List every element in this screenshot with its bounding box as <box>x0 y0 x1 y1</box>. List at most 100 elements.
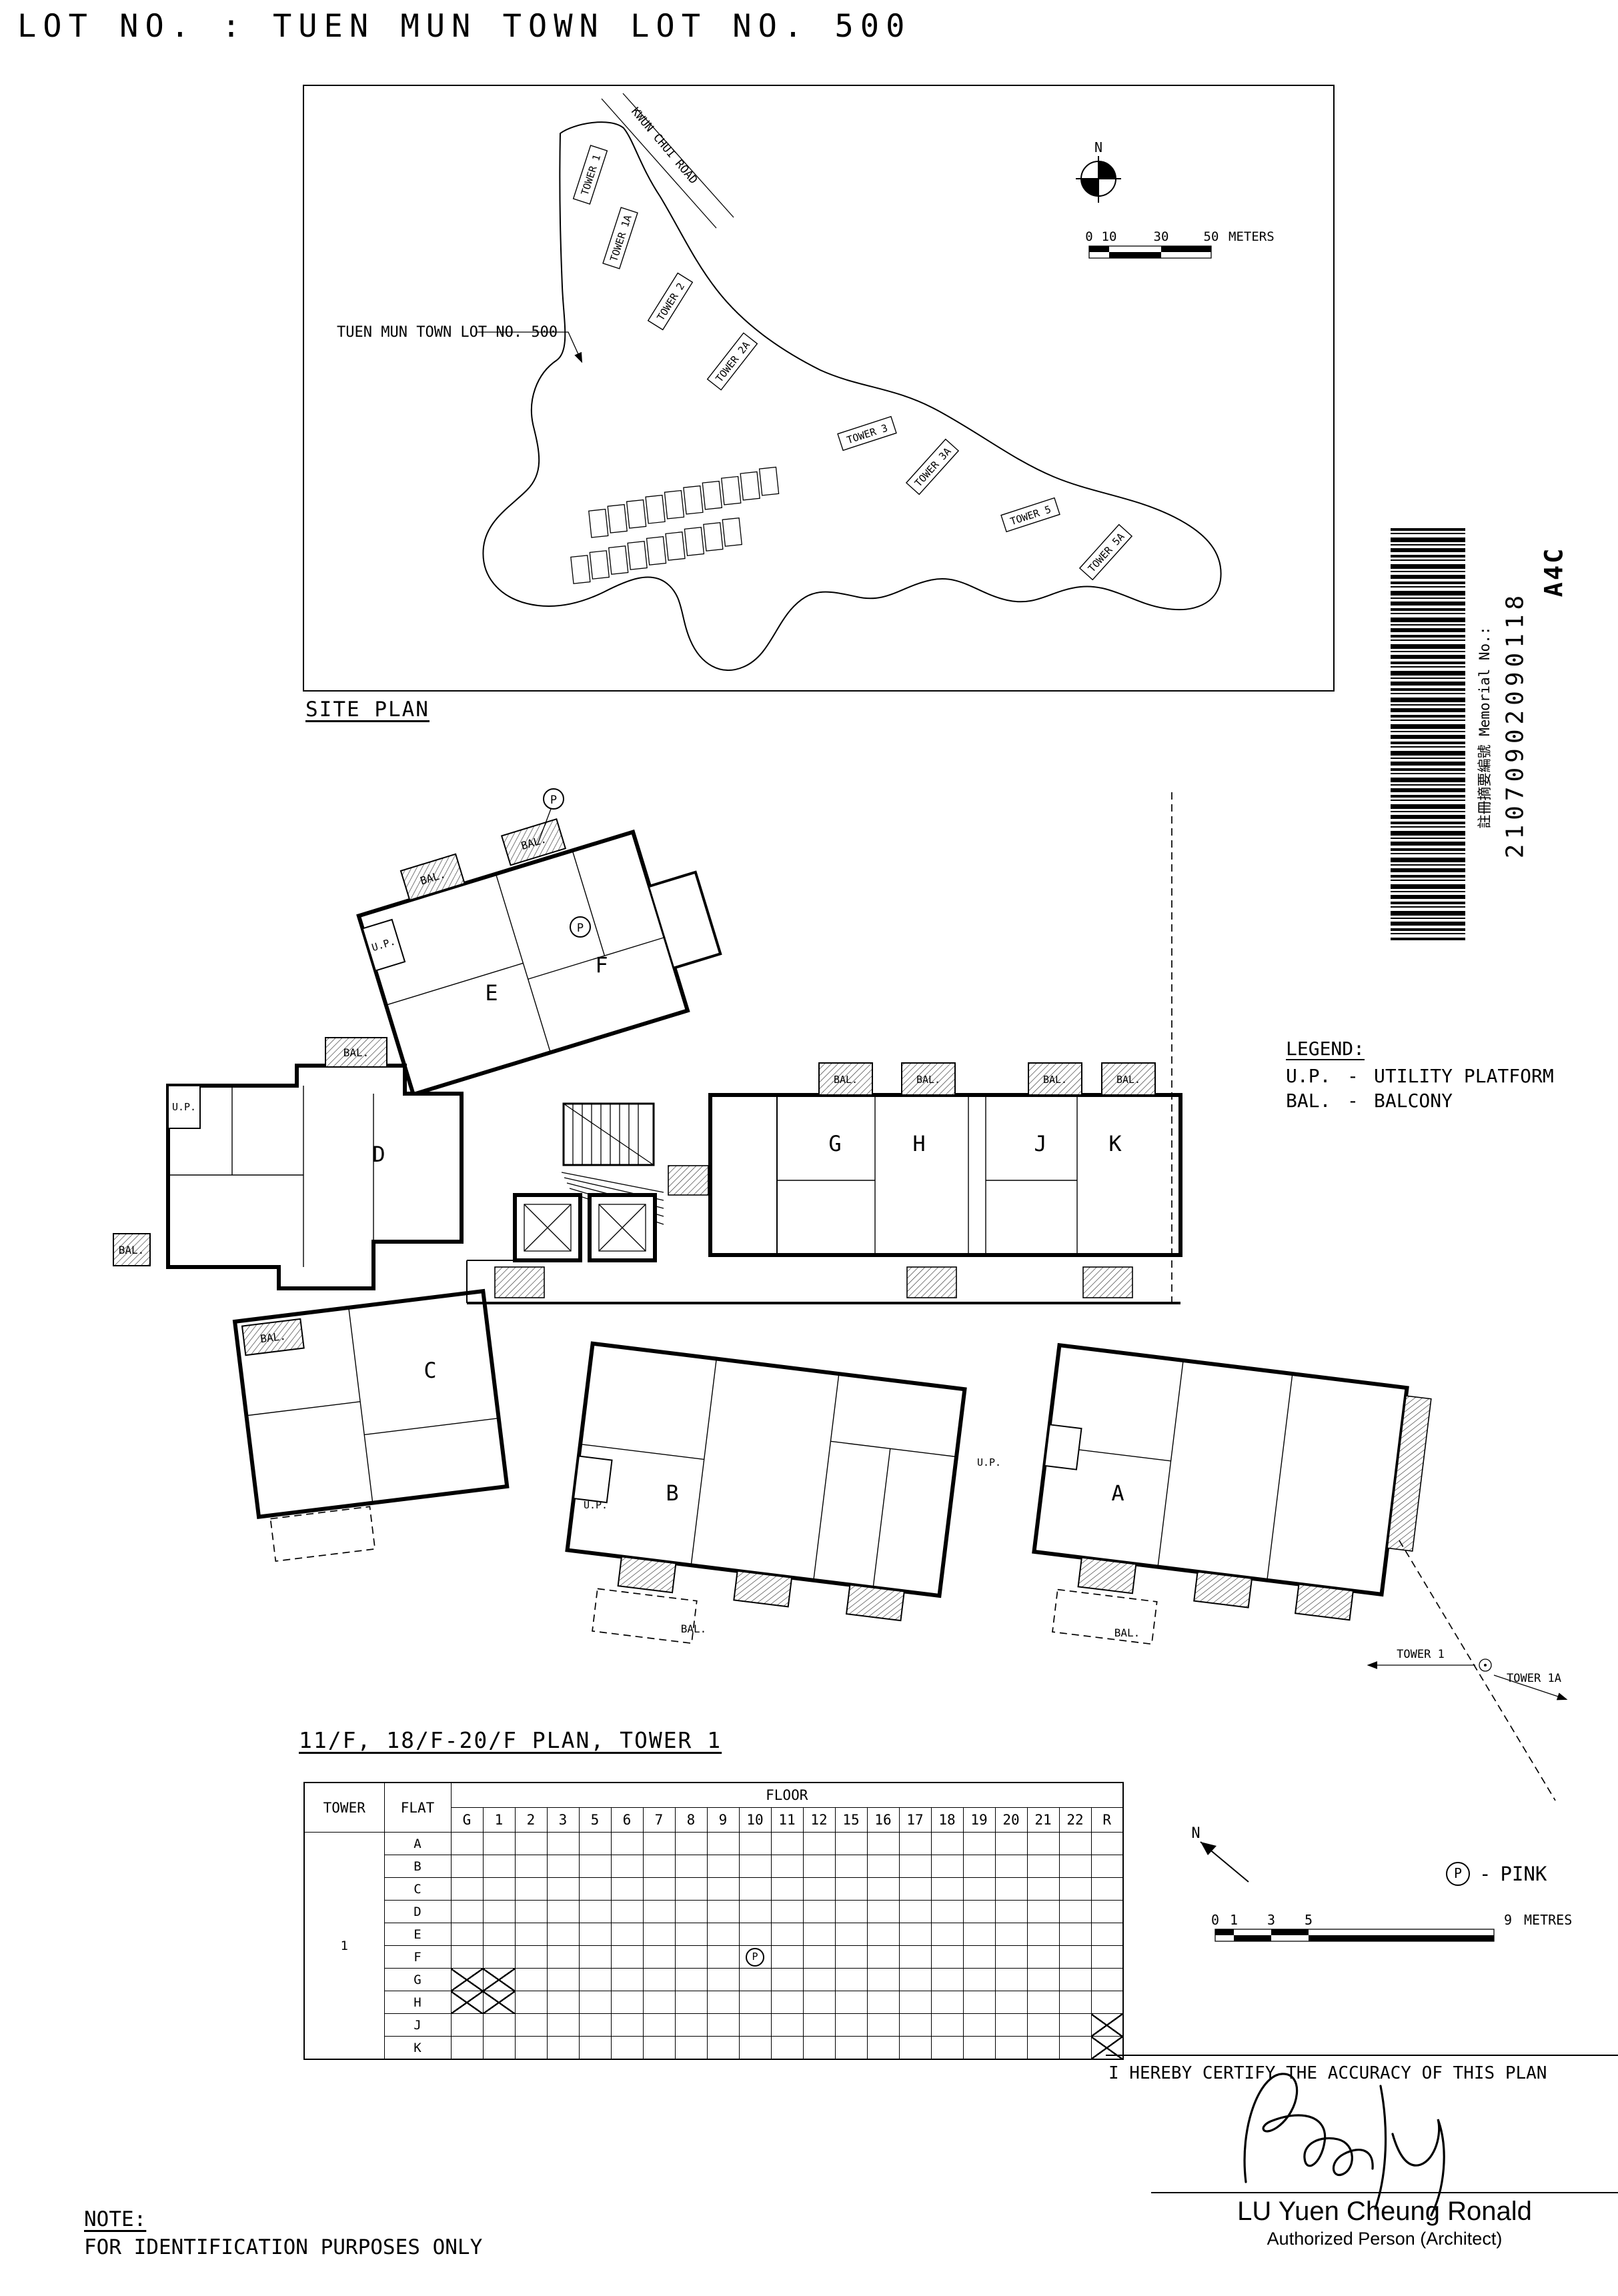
floor-cell <box>1058 1832 1092 1855</box>
pink-marker: P <box>570 916 591 938</box>
floor-cell <box>898 1855 932 1878</box>
floor-cell <box>642 1991 676 2014</box>
floor-cell <box>770 1945 804 1969</box>
floor-cell <box>514 2036 548 2060</box>
floor-column-header: 16 <box>866 1807 900 1833</box>
flat-label-f: F <box>595 952 608 978</box>
floor-cell <box>738 1832 772 1855</box>
floor-cell <box>706 1991 740 2014</box>
wing-a <box>1032 1342 1432 1645</box>
floor-column-header: 6 <box>610 1807 644 1833</box>
floor-cell <box>834 1991 868 2014</box>
floor-cell <box>738 2036 772 2060</box>
floor-cell <box>802 1832 836 1855</box>
floor-column-header: 7 <box>642 1807 676 1833</box>
floor-cell <box>866 1945 900 1969</box>
flat-label-a: A <box>1111 1480 1124 1506</box>
floor-column-header: 9 <box>706 1807 740 1833</box>
floor-cell <box>1058 2036 1092 2060</box>
table-header-flat: FLAT <box>383 1782 452 1833</box>
floor-cell <box>674 1900 708 1923</box>
floor-cell <box>898 1968 932 1991</box>
floor-cell <box>610 1991 644 2014</box>
svg-text:N: N <box>1094 139 1102 155</box>
floor-cell <box>930 2036 964 2060</box>
memorial-barcode <box>1391 528 1465 940</box>
floor-cell <box>962 1855 996 1878</box>
floor-cell <box>482 2013 516 2037</box>
floor-cell <box>994 1991 1028 2014</box>
floor-cell <box>994 1923 1028 1946</box>
table-row: H <box>304 1991 1124 2014</box>
floor-cell <box>1058 1968 1092 1991</box>
floor-cell <box>802 1968 836 1991</box>
floor-cell <box>578 1832 612 1855</box>
wing-ghjk: BAL. BAL. BAL. BAL. <box>708 1062 1182 1257</box>
north-compass-icon: N <box>1076 139 1121 203</box>
floor-cell <box>482 1832 516 1855</box>
floor-cell <box>930 1855 964 1878</box>
floor-cell <box>834 1900 868 1923</box>
utility-platform-label: U.P. <box>584 1499 608 1511</box>
table-row: K <box>304 2036 1124 2060</box>
flat-cell: G <box>383 1968 452 1991</box>
flat-label-d: D <box>372 1142 385 1167</box>
site-tower-2: TOWER 2 <box>647 272 694 331</box>
site-tower-2a: TOWER 2A <box>706 332 758 391</box>
floor-cell <box>930 1991 964 2014</box>
floor-cell <box>674 1832 708 1855</box>
legend-item-up: U.P. - UTILITY PLATFORM <box>1286 1065 1554 1087</box>
floor-cell <box>514 1832 548 1855</box>
floor-cell <box>898 1923 932 1946</box>
table-row: C <box>304 1877 1124 1901</box>
tower-number-cell: 1 <box>303 1832 385 2060</box>
legend-item-bal: BAL. - BALCONY <box>1286 1090 1453 1112</box>
floor-cell <box>802 1855 836 1878</box>
floor-cell <box>514 1991 548 2014</box>
road-edge <box>622 93 734 218</box>
svg-text:METERS: METERS <box>1229 229 1275 244</box>
floor-cell <box>834 1877 868 1901</box>
floor-cell <box>930 1832 964 1855</box>
floor-cell <box>706 1968 740 1991</box>
flat-label-e: E <box>485 980 498 1006</box>
floor-cell <box>706 1877 740 1901</box>
floor-cell <box>706 2036 740 2060</box>
floor-column-header: 18 <box>930 1807 964 1833</box>
floor-column-header: 1 <box>482 1807 516 1833</box>
floor-cell <box>450 1832 484 1855</box>
signature <box>1243 2073 1374 2183</box>
note-label: NOTE: <box>84 2207 147 2231</box>
floor-cell <box>834 1968 868 1991</box>
floor-column-header: 10 <box>738 1807 772 1833</box>
flat-label-h: H <box>912 1131 925 1156</box>
floor-cell <box>546 1923 580 1946</box>
floor-cell <box>1090 1900 1124 1923</box>
p-symbol: P <box>746 1947 764 1967</box>
floor-cell <box>514 2013 548 2037</box>
floor-cell <box>674 2036 708 2060</box>
floor-column-header: 17 <box>898 1807 932 1833</box>
svg-text:3: 3 <box>1267 1912 1275 1928</box>
svg-text:N: N <box>1191 1825 1200 1842</box>
floor-cell <box>962 2013 996 2037</box>
floor-cell <box>738 1855 772 1878</box>
svg-text:TOWER 3A: TOWER 3A <box>912 445 954 489</box>
certification-block-lines <box>1106 2055 1618 2217</box>
certifier-name: LU Yuen Cheung Ronald <box>1237 2197 1532 2226</box>
floor-cell <box>866 1832 900 1855</box>
floor-cell <box>738 1968 772 1991</box>
svg-text:9: 9 <box>1504 1912 1512 1928</box>
floor-cell <box>706 1923 740 1946</box>
floor-cell <box>514 1923 548 1946</box>
floor-cell <box>866 1968 900 1991</box>
floor-cell <box>514 1968 548 1991</box>
floor-cell <box>866 1877 900 1901</box>
floor-cell <box>674 1968 708 1991</box>
floor-cell <box>1026 1923 1060 1946</box>
floor-cell <box>802 1945 836 1969</box>
floor-column-header: R <box>1090 1807 1124 1833</box>
floor-cell <box>546 1900 580 1923</box>
floor-cell <box>738 1900 772 1923</box>
site-tower-3: TOWER 3 <box>837 415 897 451</box>
